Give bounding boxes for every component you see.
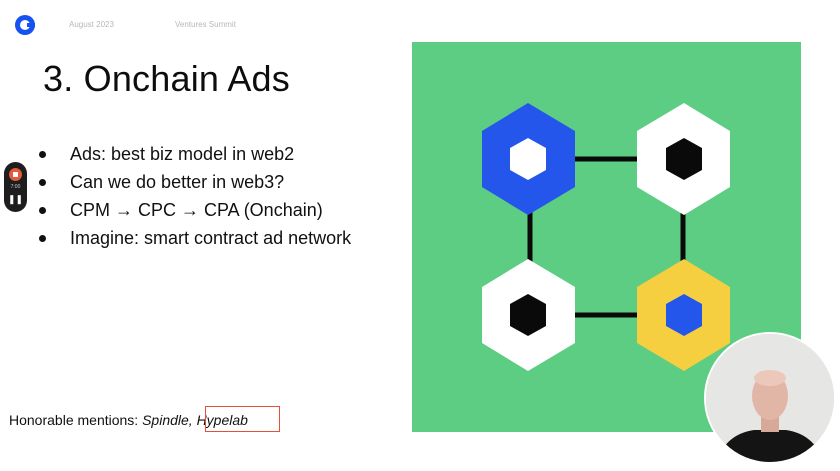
screen-recorder-widget: 7:00 ❚❚ — [4, 162, 27, 212]
bullet-dot-icon — [39, 207, 46, 214]
bullet-text: Imagine: smart contract ad network — [70, 228, 352, 248]
bullet-text: Can we do better in web3? — [70, 172, 285, 192]
mention-hypelab: Hypelab — [196, 412, 248, 428]
bullet-dot-icon — [39, 235, 46, 242]
hexagon-core-black — [666, 138, 702, 180]
record-stop-icon[interactable] — [9, 168, 22, 181]
coinbase-logo-icon — [15, 15, 35, 35]
hexagon-core-black — [510, 294, 546, 336]
hexagon-core-white — [510, 138, 546, 180]
onchain-network-illustration — [412, 42, 801, 432]
highlight-box — [205, 406, 280, 432]
mention-spindle: Spindle, — [142, 412, 193, 428]
bullet-text: Ads: best biz model in web2 — [70, 144, 295, 164]
bullet-item: Ads: best biz model in web2 — [36, 140, 356, 168]
bullet-dot-icon — [39, 151, 46, 158]
hexagon-network-svg — [482, 103, 730, 371]
mentions-prefix: Honorable mentions: — [9, 412, 143, 428]
bullet-item: Imagine: smart contract ad network — [36, 224, 356, 252]
slide-event-name: Ventures Summit — [175, 20, 236, 29]
recording-time: 7:00 — [10, 184, 21, 190]
bullet-item: Can we do better in web3? — [36, 168, 356, 196]
speaker-avatar-icon — [706, 334, 834, 462]
bullet-text: CPM → CPC → CPA (Onchain) — [70, 200, 323, 220]
slide-date: August 2023 — [69, 20, 114, 29]
slide-title: 3. Onchain Ads — [43, 58, 290, 99]
bullet-list: Ads: best biz model in web2 Can we do be… — [36, 140, 356, 252]
honorable-mentions: Honorable mentions: Spindle, Hypelab — [9, 412, 248, 428]
hexagon-core-blue — [666, 294, 702, 336]
pause-icon[interactable]: ❚❚ — [7, 194, 24, 204]
speaker-webcam — [704, 332, 836, 464]
bullet-item: CPM → CPC → CPA (Onchain) — [36, 196, 356, 224]
bullet-dot-icon — [39, 179, 46, 186]
